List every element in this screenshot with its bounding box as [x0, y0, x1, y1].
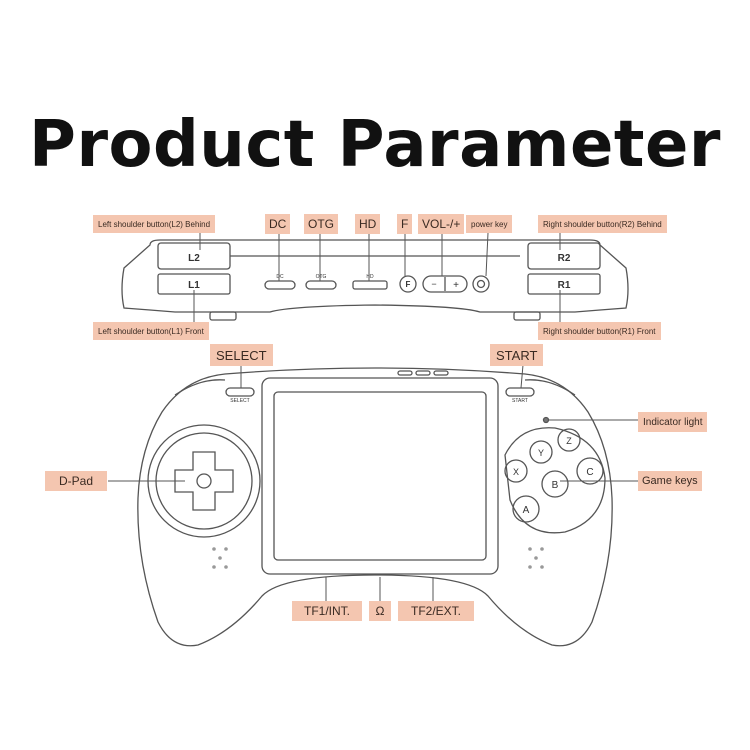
label-f: F: [397, 214, 413, 234]
c-button-outline: [576, 457, 604, 485]
label-indicator-light: Indicator light: [638, 412, 708, 432]
right-speaker: [528, 547, 544, 569]
select-button-outline: [225, 387, 255, 397]
label-r1-front: Right shoulder button(R1) Front: [538, 322, 661, 340]
label-game-keys: Game keys: [638, 471, 702, 491]
vol-minus-mark: −: [431, 279, 436, 289]
a-button-outline: [512, 495, 540, 523]
z-mark: Z: [566, 436, 572, 446]
label-headphone: Ω: [369, 601, 391, 621]
hd-port: [352, 280, 388, 290]
volume-rocker: [422, 275, 468, 293]
z-button-outline: [557, 428, 581, 452]
label-otg: OTG: [304, 214, 338, 234]
hd-mark: HD: [366, 274, 374, 280]
vol-plus-mark: +: [453, 280, 459, 291]
f-mark: F: [406, 280, 411, 289]
label-vol: VOL-/+: [418, 214, 465, 234]
label-tf2: TF2/EXT.: [398, 601, 474, 621]
l1-mark: L1: [188, 280, 200, 291]
label-dpad: D-Pad: [45, 471, 107, 491]
label-tf1: TF1/INT.: [292, 601, 362, 621]
a-mark: A: [523, 505, 530, 516]
f-button-outline: [399, 275, 417, 293]
label-select: SELECT: [210, 344, 273, 366]
select-mark: SELECT: [230, 398, 249, 404]
r2-mark: R2: [558, 253, 571, 264]
otg-port: [305, 280, 337, 290]
label-dc: DC: [265, 214, 291, 234]
y-mark: Y: [538, 448, 544, 458]
label-r2-behind: Right shoulder button(R2) Behind: [538, 215, 667, 233]
otg-mark: OTG: [316, 274, 327, 280]
r1-button-outline: [527, 273, 601, 295]
r2-button-outline: [527, 242, 601, 270]
l2-mark: L2: [188, 253, 200, 264]
page-title: Product Parameter: [29, 108, 721, 182]
x-mark: X: [513, 467, 519, 477]
console-top-view: [121, 239, 629, 321]
b-button-outline: [541, 470, 569, 498]
y-button-outline: [529, 440, 553, 464]
left-speaker: [212, 547, 228, 569]
game-keys: [504, 427, 606, 534]
console-front-view: [137, 367, 613, 647]
l2-button-outline: [157, 242, 231, 270]
indicator-light: [542, 416, 550, 424]
b-mark: B: [552, 480, 559, 491]
screen: [273, 391, 487, 561]
x-button-outline: [504, 459, 528, 483]
leader-lines: [108, 232, 640, 602]
start-mark: START: [512, 398, 528, 404]
start-button-outline: [505, 387, 535, 397]
dc-port: [264, 280, 296, 290]
power-button-outline: [472, 275, 490, 293]
label-l2-behind: Left shoulder button(L2) Behind: [93, 215, 216, 233]
screen-bezel: [261, 377, 499, 575]
label-l1-front: Left shoulder button(L1) Front: [93, 322, 209, 340]
label-power-key: power key: [466, 215, 513, 233]
label-start: START: [490, 344, 544, 366]
r1-mark: R1: [558, 280, 571, 291]
c-mark: C: [586, 467, 593, 478]
label-hd: HD: [355, 214, 381, 234]
dc-mark: DC: [276, 274, 284, 280]
